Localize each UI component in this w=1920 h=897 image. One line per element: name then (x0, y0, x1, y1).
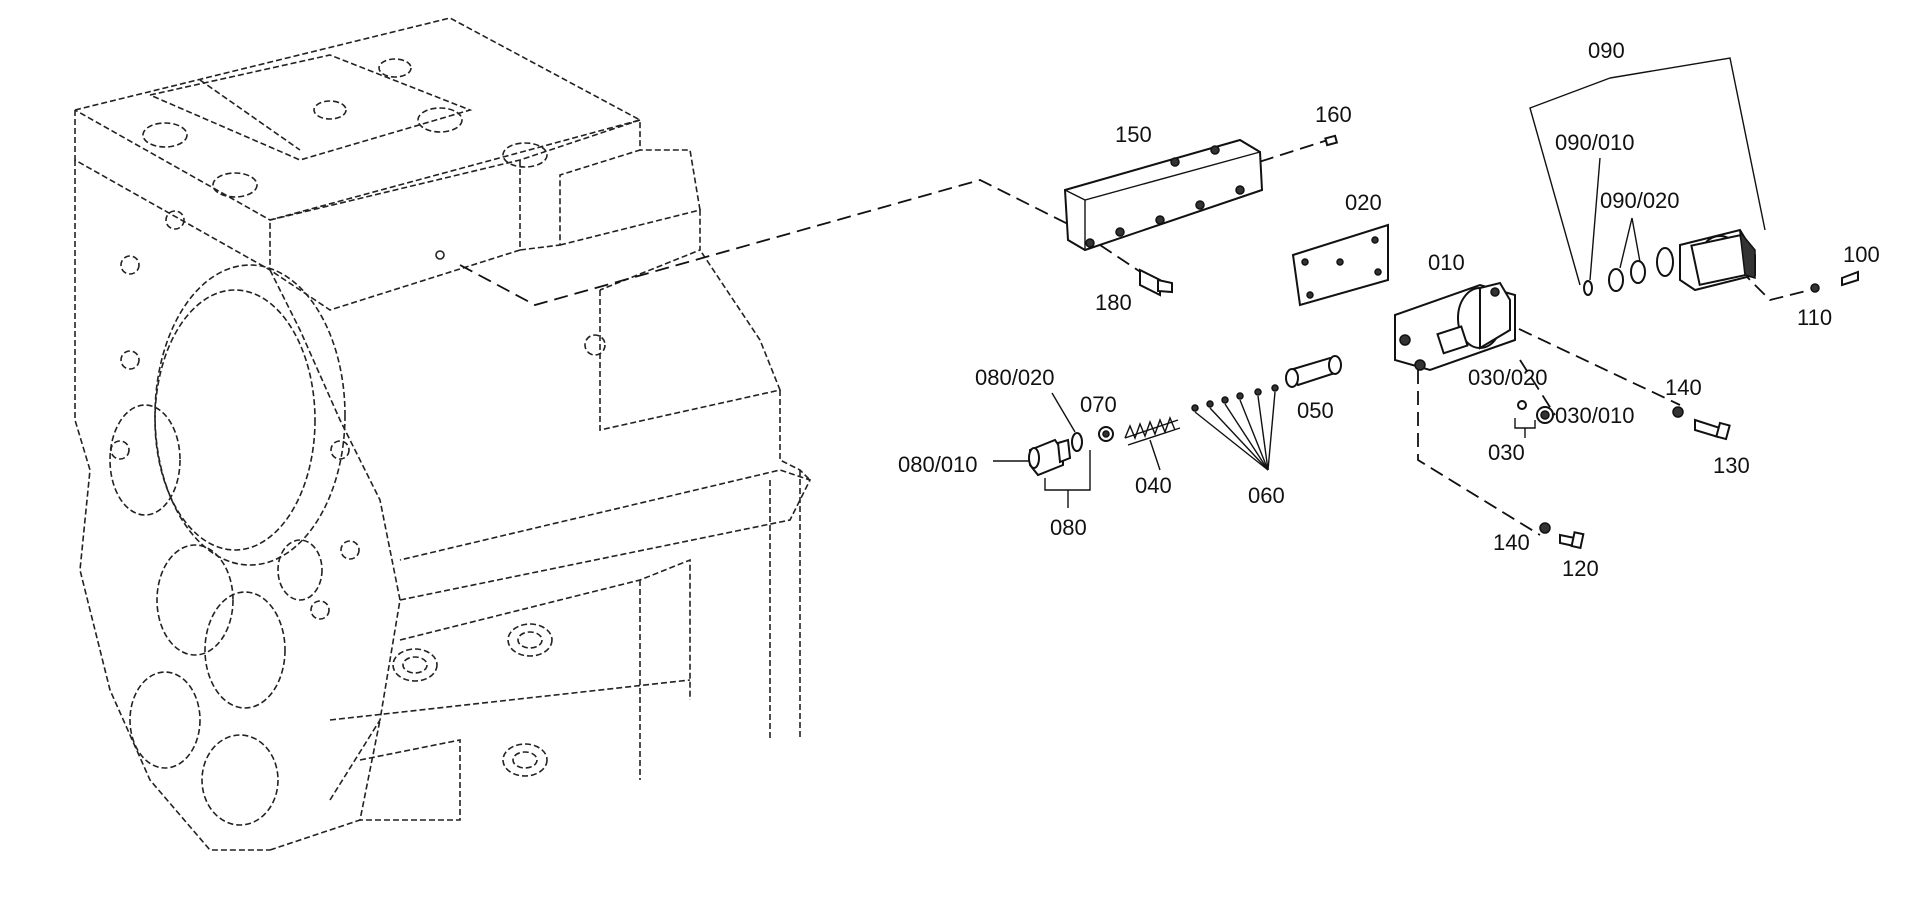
callout-110: 110 (1797, 305, 1832, 330)
callout-020: 020 (1345, 190, 1382, 215)
part-140-washer-lower (1539, 522, 1551, 534)
callout-090-010: 090/010 (1555, 130, 1635, 155)
part-020-gasket (1291, 223, 1389, 307)
part-140-washer-upper (1672, 406, 1684, 418)
callout-100: 100 (1843, 242, 1880, 267)
callout-160: 160 (1315, 102, 1352, 127)
callout-030-010: 030/010 (1555, 403, 1635, 428)
callout-labels: 090 090/010 090/020 100 110 160 150 020 … (898, 38, 1880, 581)
callout-090-020: 090/020 (1600, 188, 1680, 213)
part-130-bolt (1694, 418, 1731, 441)
callout-080-010: 080/010 (898, 452, 978, 477)
transmission-housing (74, 17, 812, 851)
callout-080: 080 (1050, 515, 1087, 540)
callout-140-lower: 140 (1493, 530, 1530, 555)
callout-030: 030 (1488, 440, 1525, 465)
part-110-washer (1810, 283, 1820, 293)
callout-070: 070 (1080, 392, 1117, 417)
part-160-pin (1324, 134, 1339, 147)
part-090-020-orings (1608, 260, 1646, 292)
callout-010: 010 (1428, 250, 1465, 275)
part-070-ball (1098, 426, 1114, 442)
callout-180: 180 (1095, 290, 1132, 315)
part-150-cover-plate (1063, 138, 1264, 252)
callout-060: 060 (1248, 483, 1285, 508)
part-040-spring (1124, 416, 1181, 446)
callout-130: 130 (1713, 453, 1750, 478)
part-060-shims (1191, 384, 1279, 412)
part-090-solenoid (1656, 228, 1756, 292)
part-080-plug (1028, 438, 1072, 477)
callout-040: 040 (1135, 473, 1172, 498)
callout-080-020: 080/020 (975, 365, 1055, 390)
callout-030-020: 030/020 (1468, 365, 1548, 390)
part-180-bolt (1139, 268, 1173, 297)
callout-150: 150 (1115, 122, 1152, 147)
callout-120: 120 (1562, 556, 1599, 581)
callout-050: 050 (1297, 398, 1334, 423)
part-030-plug (1517, 400, 1554, 424)
part-090-010-oring (1583, 280, 1593, 296)
part-120-bolt (1559, 531, 1585, 550)
part-080-020-oring (1071, 432, 1083, 452)
part-010-valve-body (1394, 281, 1516, 372)
leader-lines (993, 57, 1766, 508)
callout-090: 090 (1588, 38, 1625, 63)
part-100-screw (1841, 270, 1859, 287)
part-050-sleeve (1285, 355, 1342, 388)
callout-140-upper: 140 (1665, 375, 1702, 400)
